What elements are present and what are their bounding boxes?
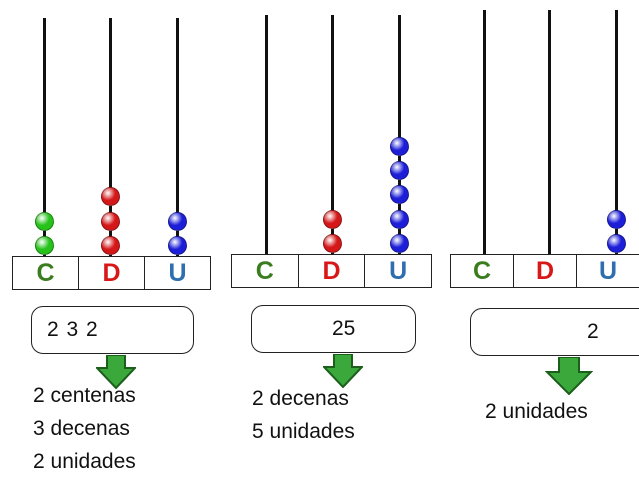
explanation: 2 unidades xyxy=(485,395,588,428)
blue-bead xyxy=(390,209,409,229)
label-decenas: D xyxy=(79,257,145,289)
label-decenas: D xyxy=(299,255,366,287)
blue-bead xyxy=(390,136,409,156)
result-number: 2 xyxy=(587,320,599,343)
place-value-base: C D U xyxy=(450,254,639,288)
red-bead xyxy=(323,209,342,229)
result-number: 2 3 2 xyxy=(47,318,99,341)
rod-centenas xyxy=(483,10,486,258)
label-unidades: U xyxy=(389,256,408,285)
explanation: 2 centenas 3 decenas 2 unidades xyxy=(33,379,136,478)
rod-centenas xyxy=(265,15,268,258)
blue-bead xyxy=(390,234,409,253)
blue-bead xyxy=(390,161,409,181)
red-bead xyxy=(323,234,342,253)
label-unidades: U xyxy=(168,258,187,287)
rod-unidades xyxy=(615,10,618,258)
blue-bead xyxy=(390,185,409,205)
explanation-line: 2 centenas xyxy=(33,384,136,407)
result-box: 25 xyxy=(251,305,416,353)
explanation-line: 2 decenas xyxy=(252,387,349,410)
place-value-base: C D U xyxy=(231,254,432,288)
blue-bead xyxy=(168,236,187,255)
green-bead xyxy=(35,236,54,255)
result-number: 25 xyxy=(332,317,356,340)
explanation-line: 2 unidades xyxy=(485,400,588,423)
label-centenas: C xyxy=(451,255,514,287)
rod-unidades xyxy=(398,15,401,258)
red-bead xyxy=(101,236,120,255)
place-value-base: C D U xyxy=(12,256,211,290)
blue-bead xyxy=(607,234,626,253)
label-unidades: U xyxy=(598,256,618,285)
green-bead xyxy=(35,211,54,231)
explanation-line: 5 unidades xyxy=(252,420,355,443)
blue-bead xyxy=(168,211,187,231)
red-bead xyxy=(101,211,120,231)
down-arrow-icon xyxy=(323,354,363,388)
explanation-line: 3 decenas xyxy=(33,417,130,440)
down-arrow-icon xyxy=(96,355,136,389)
explanation-line: 2 unidades xyxy=(33,450,136,473)
down-arrow-icon xyxy=(545,357,593,395)
rod-decenas xyxy=(109,18,112,258)
blue-bead xyxy=(607,209,626,229)
explanation: 2 decenas 5 unidades xyxy=(252,382,355,448)
rod-decenas xyxy=(331,15,334,258)
result-box: 2 3 2 xyxy=(31,306,194,354)
label-centenas: C xyxy=(13,257,79,289)
label-centenas: C xyxy=(232,255,299,287)
red-bead xyxy=(101,187,120,207)
rod-unidades xyxy=(176,18,179,258)
rod-centenas xyxy=(43,18,46,258)
label-decenas: D xyxy=(514,255,577,287)
result-box: 2 xyxy=(470,308,639,356)
rod-decenas xyxy=(548,10,551,258)
